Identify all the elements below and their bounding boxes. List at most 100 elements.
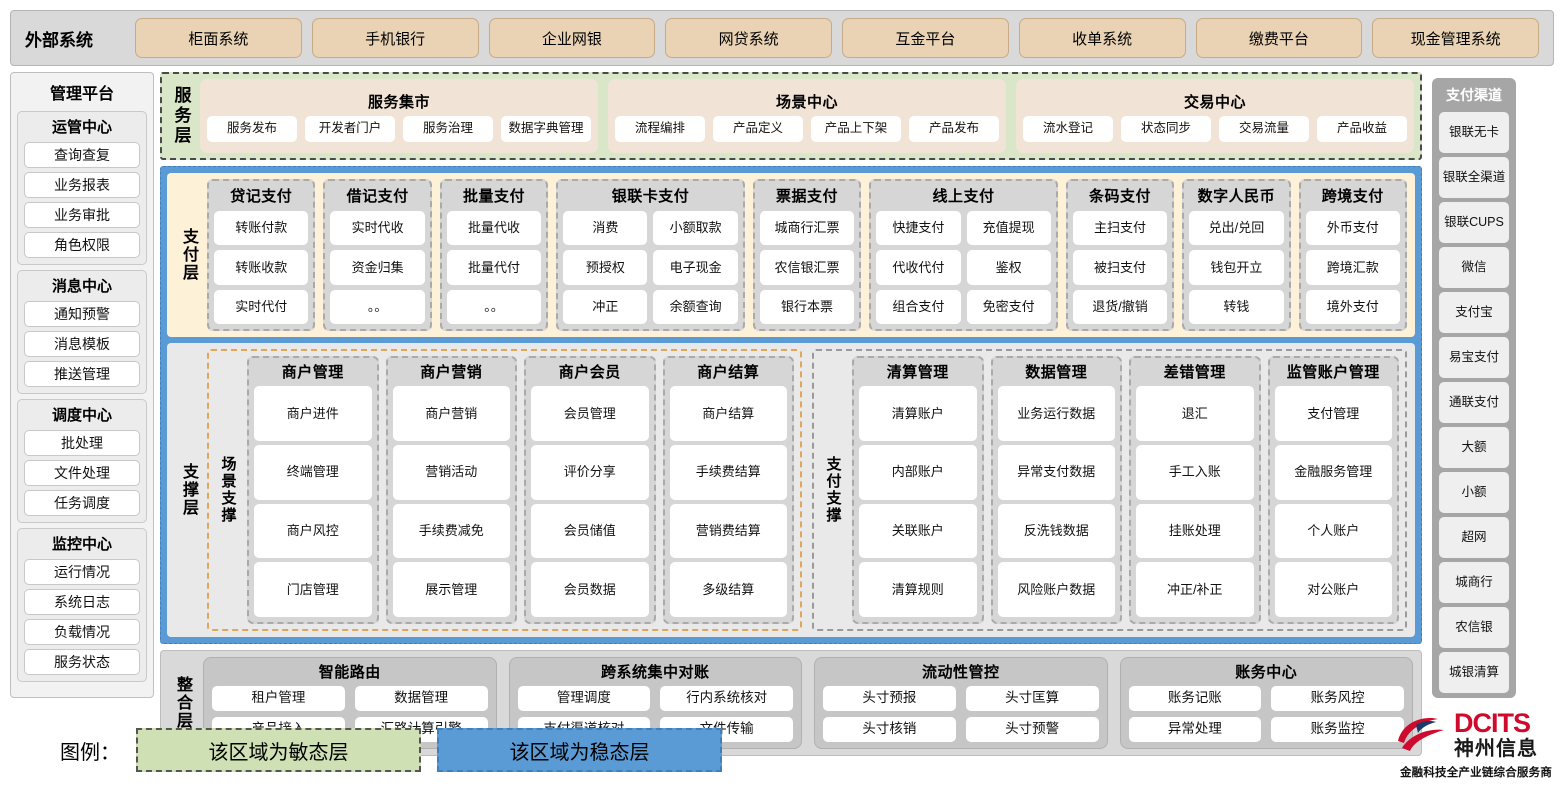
integration-item[interactable]: 账务风控: [1271, 686, 1404, 711]
external-system-item[interactable]: 网贷系统: [665, 18, 832, 58]
support-item[interactable]: 商户风控: [254, 503, 372, 559]
support-item[interactable]: 风险账户数据: [997, 562, 1115, 617]
support-item[interactable]: 挂账处理: [1136, 503, 1254, 559]
support-item[interactable]: 内部账户: [859, 444, 977, 500]
payment-item[interactable]: 转钱: [1189, 289, 1284, 324]
integration-item[interactable]: 头寸预警: [965, 717, 1099, 742]
service-item[interactable]: 产品收益: [1317, 115, 1407, 142]
support-item[interactable]: 异常支付数据: [997, 444, 1115, 500]
support-item[interactable]: 营销活动: [392, 444, 510, 500]
payment-item[interactable]: 主扫支付: [1072, 211, 1168, 246]
integration-item[interactable]: 头寸预报: [823, 686, 956, 711]
management-item[interactable]: 负载情况: [24, 619, 140, 645]
support-item[interactable]: 反洗钱数据: [997, 503, 1115, 559]
integration-item[interactable]: 管理调度: [517, 686, 651, 711]
support-item[interactable]: 商户营销: [392, 386, 510, 441]
payment-channel-item[interactable]: 超网: [1439, 517, 1509, 558]
service-item[interactable]: 数据字典管理: [501, 115, 591, 142]
management-item[interactable]: 业务审批: [24, 202, 140, 228]
external-system-item[interactable]: 缴费平台: [1195, 18, 1363, 58]
management-item[interactable]: 运行情况: [24, 559, 140, 585]
support-item[interactable]: 手续费减免: [392, 503, 510, 559]
payment-item[interactable]: 余额查询: [653, 289, 738, 324]
payment-item[interactable]: 小额取款: [653, 211, 738, 246]
integration-item[interactable]: 异常处理: [1128, 717, 1262, 742]
external-system-item[interactable]: 收单系统: [1018, 18, 1186, 58]
payment-item[interactable]: 农信银汇票: [759, 250, 855, 285]
payment-channel-item[interactable]: 银联全渠道: [1439, 157, 1509, 198]
external-system-item[interactable]: 现金管理系统: [1372, 18, 1539, 58]
support-item[interactable]: 关联账户: [859, 503, 977, 559]
integration-item[interactable]: 账务监控: [1271, 717, 1404, 742]
payment-channel-item[interactable]: 城银清算: [1439, 652, 1509, 693]
payment-item[interactable]: 境外支付: [1305, 289, 1400, 324]
payment-item[interactable]: 消费: [563, 211, 648, 246]
payment-item[interactable]: 快捷支付: [876, 211, 961, 246]
service-item[interactable]: 状态同步: [1121, 115, 1211, 142]
service-item[interactable]: 交易流量: [1219, 115, 1309, 142]
support-item[interactable]: 展示管理: [392, 562, 510, 617]
payment-item[interactable]: 。。: [446, 289, 542, 324]
external-system-item[interactable]: 企业网银: [488, 18, 656, 58]
service-item[interactable]: 开发者门户: [305, 115, 395, 142]
management-item[interactable]: 消息模板: [24, 331, 140, 357]
service-item[interactable]: 流程编排: [615, 115, 705, 142]
support-item[interactable]: 门店管理: [254, 562, 372, 617]
payment-item[interactable]: 。。: [330, 289, 425, 324]
management-item[interactable]: 批处理: [24, 430, 140, 456]
payment-item[interactable]: 代收代付: [876, 250, 961, 285]
support-item[interactable]: 手续费结算: [669, 444, 787, 500]
payment-item[interactable]: 兑出/兑回: [1189, 211, 1284, 246]
payment-channel-item[interactable]: 大额: [1439, 427, 1509, 468]
support-item[interactable]: 业务运行数据: [997, 386, 1115, 441]
support-item[interactable]: 清算账户: [859, 386, 977, 441]
service-item[interactable]: 服务治理: [403, 115, 493, 142]
support-item[interactable]: 金融服务管理: [1274, 444, 1392, 500]
external-system-item[interactable]: 互金平台: [842, 18, 1009, 58]
support-item[interactable]: 会员管理: [531, 386, 649, 441]
integration-item[interactable]: 头寸核销: [823, 717, 956, 742]
support-item[interactable]: 商户进件: [254, 386, 372, 441]
management-item[interactable]: 通知预警: [24, 301, 140, 327]
management-item[interactable]: 任务调度: [24, 490, 140, 516]
integration-item[interactable]: 数据管理: [354, 686, 488, 711]
payment-item[interactable]: 冲正: [563, 289, 648, 324]
payment-item[interactable]: 银行本票: [759, 289, 855, 324]
support-item[interactable]: 多级结算: [669, 562, 787, 617]
payment-item[interactable]: 转账付款: [214, 211, 309, 246]
payment-item[interactable]: 实时代付: [214, 289, 309, 324]
management-item[interactable]: 服务状态: [24, 649, 140, 675]
service-item[interactable]: 产品定义: [713, 115, 803, 142]
service-item[interactable]: 服务发布: [207, 115, 297, 142]
integration-item[interactable]: 租户管理: [212, 686, 345, 711]
payment-item[interactable]: 实时代收: [330, 211, 425, 246]
integration-item[interactable]: 账务记账: [1128, 686, 1262, 711]
payment-item[interactable]: 被扫支付: [1072, 250, 1168, 285]
service-item[interactable]: 产品发布: [909, 115, 999, 142]
payment-channel-item[interactable]: 银联CUPS: [1439, 202, 1509, 243]
external-system-item[interactable]: 手机银行: [311, 18, 479, 58]
payment-item[interactable]: 充值提现: [966, 211, 1051, 246]
payment-item[interactable]: 跨境汇款: [1305, 250, 1400, 285]
payment-channel-item[interactable]: 农信银: [1439, 607, 1509, 648]
payment-channel-item[interactable]: 小额: [1439, 472, 1509, 513]
payment-channel-item[interactable]: 通联支付: [1439, 382, 1509, 423]
management-item[interactable]: 推送管理: [24, 361, 140, 387]
support-item[interactable]: 商户结算: [669, 386, 787, 441]
payment-item[interactable]: 城商行汇票: [759, 211, 855, 246]
support-item[interactable]: 对公账户: [1274, 562, 1392, 617]
payment-item[interactable]: 外币支付: [1305, 211, 1400, 246]
support-item[interactable]: 退汇: [1136, 386, 1254, 441]
payment-item[interactable]: 转账收款: [214, 250, 309, 285]
payment-item[interactable]: 批量代付: [446, 250, 542, 285]
payment-item[interactable]: 电子现金: [653, 250, 738, 285]
payment-channel-item[interactable]: 支付宝: [1439, 292, 1509, 333]
payment-item[interactable]: 退货/撤销: [1072, 289, 1168, 324]
support-item[interactable]: 会员储值: [531, 503, 649, 559]
integration-item[interactable]: 头寸匡算: [965, 686, 1099, 711]
management-item[interactable]: 文件处理: [24, 460, 140, 486]
support-item[interactable]: 营销费结算: [669, 503, 787, 559]
support-item[interactable]: 终端管理: [254, 444, 372, 500]
payment-item[interactable]: 钱包开立: [1189, 250, 1284, 285]
support-item[interactable]: 支付管理: [1274, 386, 1392, 441]
